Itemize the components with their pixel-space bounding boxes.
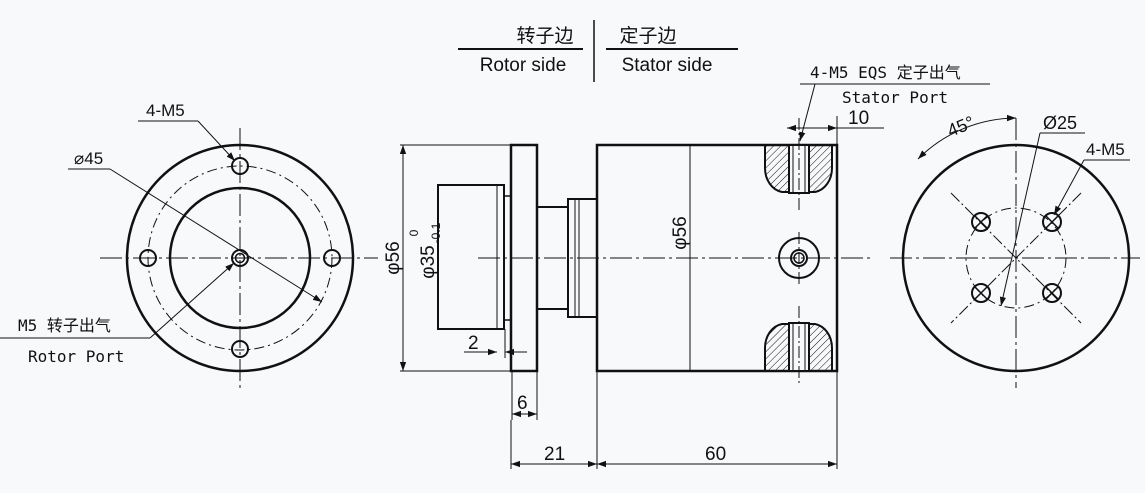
stator-center-port-mid bbox=[790, 249, 808, 267]
rotor-port-inner bbox=[234, 252, 246, 264]
stator-holes-callout: 4-M5 bbox=[1086, 140, 1125, 159]
rotor-pcd-leader bbox=[109, 168, 323, 303]
stator-port-en-label: Stator Port bbox=[842, 88, 948, 107]
side-view: 4-M5 EQS 定子出气 Stator Port 10 φ56 φ35 0 -… bbox=[383, 63, 990, 469]
stator-pitch-circle bbox=[965, 207, 1067, 309]
stator-mount-hole bbox=[1042, 212, 1062, 232]
stator-body bbox=[595, 143, 839, 373]
dim-6-value: 6 bbox=[517, 393, 528, 414]
dim-21-value: 21 bbox=[544, 444, 565, 465]
stator-port-cn-label: 4-M5 EQS 定子出气 bbox=[810, 63, 961, 82]
stator-pcd-callout: Ø25 bbox=[1043, 113, 1077, 133]
dim-phi56-body-value: φ56 bbox=[670, 216, 691, 249]
rotor-port-en-label: Rotor Port bbox=[28, 347, 124, 366]
stator-side-cn-label: 定子边 bbox=[619, 25, 676, 47]
rotor-mount-hole bbox=[231, 157, 249, 175]
dim-10-value: 10 bbox=[848, 108, 869, 129]
stator-pcd-leader bbox=[999, 132, 1041, 307]
stator-body-outline bbox=[901, 143, 1131, 373]
rotor-pitch-circle bbox=[147, 165, 333, 351]
rotor-mount-hole bbox=[323, 249, 341, 267]
stator-holes-leader bbox=[1053, 159, 1085, 216]
rotor-boss-outline bbox=[168, 186, 312, 330]
stator-mount-hole bbox=[971, 283, 991, 303]
rotor-side-en-label: Rotor side bbox=[480, 55, 567, 76]
stator-end-view: 45° Ø25 4-M5 bbox=[890, 112, 1140, 388]
rotor-holes-callout: 4-M5 bbox=[146, 101, 185, 120]
dim-phi35-tol-lower: -0.1 bbox=[429, 222, 443, 243]
stator-port-leader bbox=[799, 83, 816, 142]
angle-45-value: 45° bbox=[944, 112, 977, 141]
side-header: 转子边 定子边 Rotor side Stator side bbox=[458, 20, 738, 82]
dim-phi35-tol-upper: 0 bbox=[407, 229, 421, 236]
rotor-mount-hole bbox=[231, 340, 249, 358]
dim-60-value: 60 bbox=[705, 444, 726, 465]
stator-center-port-inner bbox=[793, 252, 805, 264]
dim-2-value: 2 bbox=[468, 333, 479, 354]
stator-side-en-label: Stator side bbox=[622, 55, 713, 76]
rotor-holes-leader bbox=[197, 120, 236, 162]
rotor-end-view: 4-M5 ⌀45 M5 转子出气 Rotor Port bbox=[0, 101, 378, 390]
stator-center-port-outer bbox=[778, 237, 820, 279]
dim-phi35-value: φ35 bbox=[418, 245, 439, 278]
angle-45-arc bbox=[917, 114, 1017, 160]
rotor-mount-hole bbox=[139, 249, 157, 267]
rotor-cylinder bbox=[437, 184, 505, 330]
rotor-flange-outline bbox=[125, 143, 355, 373]
rotor-side-cn-label: 转子边 bbox=[516, 25, 573, 47]
rotor-pcd-callout: ⌀45 bbox=[74, 149, 103, 168]
rotor-port-cn-label: M5 转子出气 bbox=[18, 316, 111, 335]
dim-phi56-flange-value: φ56 bbox=[383, 241, 404, 274]
stator-mount-hole bbox=[971, 212, 991, 232]
stator-mount-hole bbox=[1042, 283, 1062, 303]
rotor-port-leader bbox=[149, 262, 235, 339]
